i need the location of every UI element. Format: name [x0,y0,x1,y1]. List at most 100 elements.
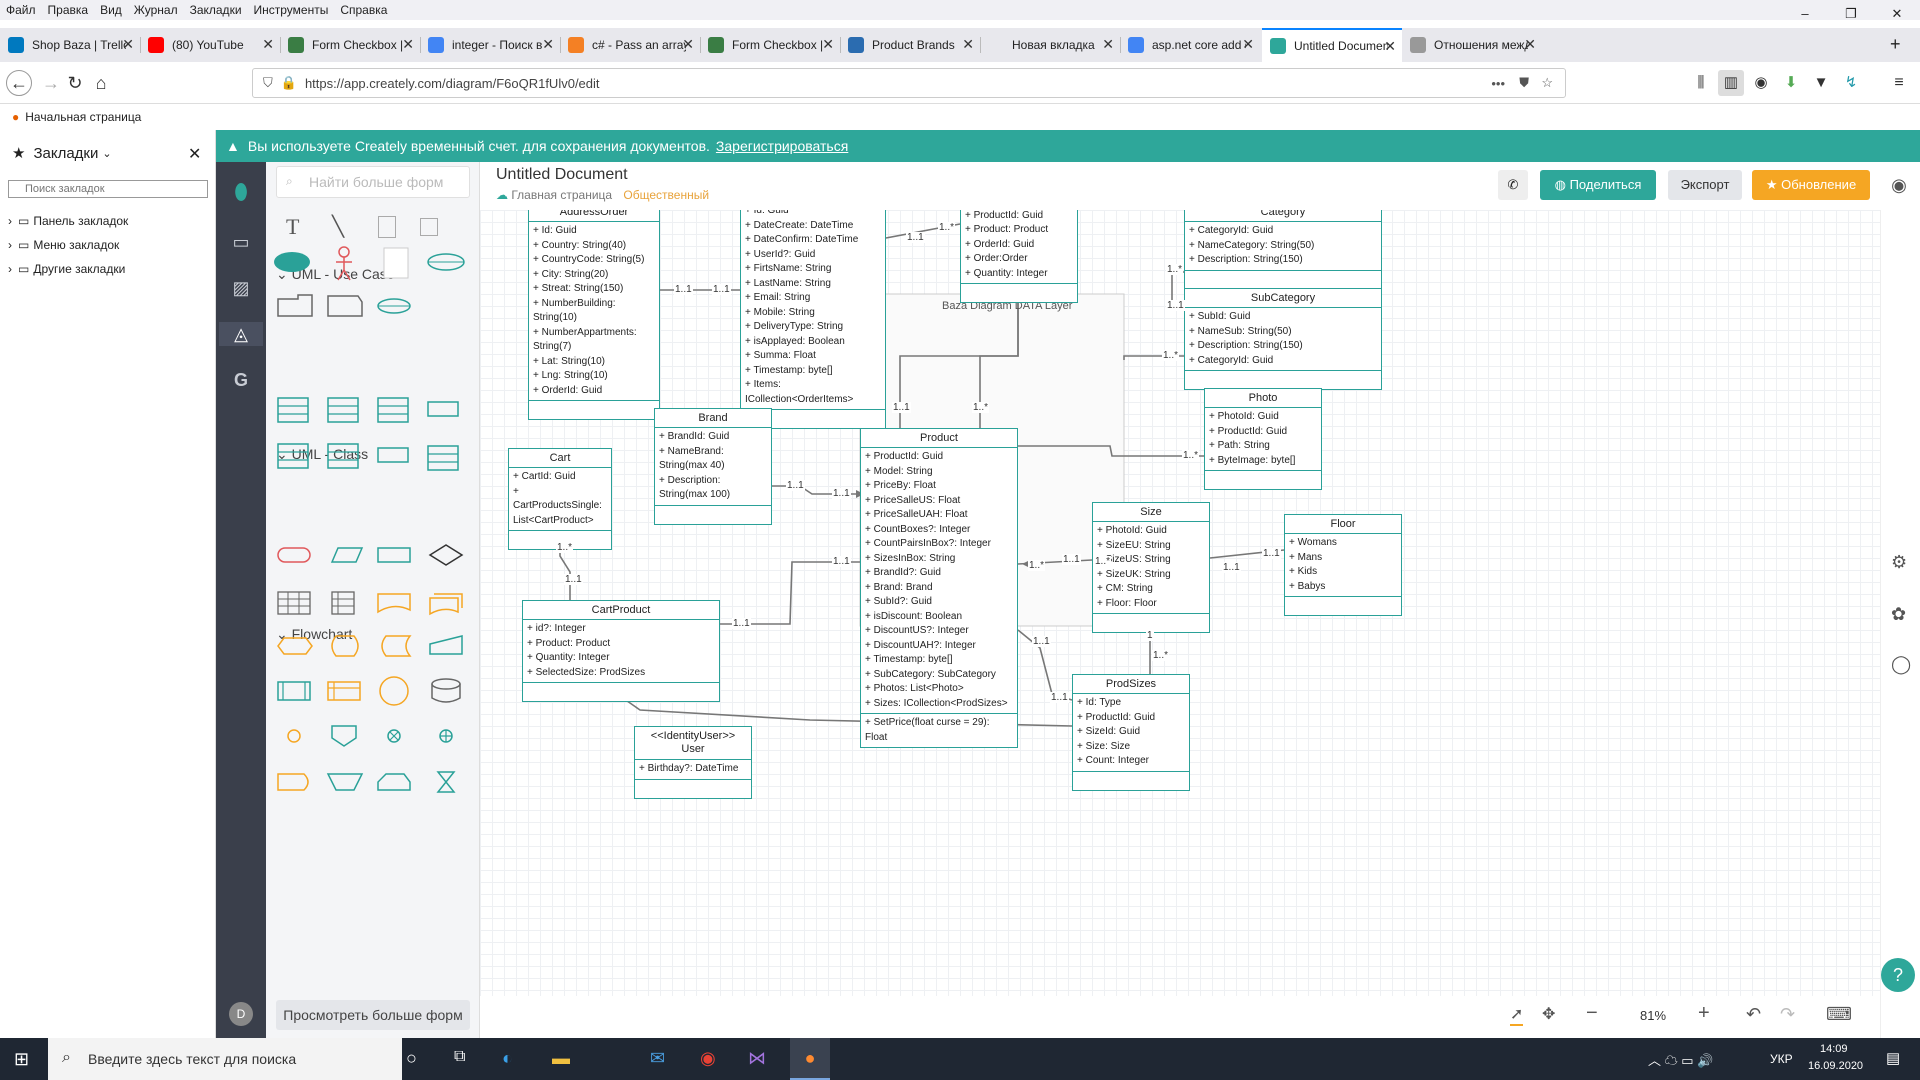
help-icon[interactable]: ? [1881,958,1915,992]
multiplicity-label[interactable]: 1..1 [1166,300,1185,311]
sidebar-toggle-icon[interactable]: ▥ [1718,70,1744,96]
preview-eye-icon[interactable]: ◉ [1891,175,1907,195]
document-shape[interactable] [377,593,411,614]
browser-tab[interactable]: Form Checkbox | Co✕ [700,28,840,62]
call-icon[interactable]: ✆ [1498,170,1528,200]
select-tool-icon[interactable]: ➚ [1510,1004,1524,1026]
browser-tab[interactable]: (80) YouTube✕ [140,28,280,62]
menu-item[interactable]: Журнал [133,3,178,17]
predefined-process-shape[interactable] [277,681,311,701]
class-shape[interactable] [327,443,359,469]
connector-shape[interactable] [379,676,409,706]
multiplicity-label[interactable]: 1..1 [712,284,731,295]
uml-class-prodsizes[interactable]: ProdSizes+ Id: Type+ ProductId: Guid+ Si… [1072,674,1190,791]
browser-tab[interactable]: integer - Поиск в Go✕ [420,28,560,62]
close-tab-icon[interactable]: ✕ [262,36,274,52]
chevron-right-icon[interactable]: › [8,238,12,252]
multiplicity-label[interactable]: 1..1 [832,556,851,567]
close-tab-icon[interactable]: ✕ [122,36,134,52]
explorer-icon[interactable]: ▬ [552,1048,570,1068]
menu-item[interactable]: Правка [47,3,89,17]
uml-class-orderitems[interactable]: OrderItems+ Id: Guid+ ProductId: Guid+ P… [960,210,1078,303]
close-tab-icon[interactable]: ✕ [1242,36,1254,52]
home-icon[interactable]: ⌂ [95,73,107,93]
browser-tab[interactable]: Shop Baza | Trello✕ [0,28,140,62]
firefox-icon[interactable]: ● [790,1038,830,1080]
class-shape[interactable] [427,401,459,417]
forward-icon[interactable]: → [42,73,60,93]
sidebar-title[interactable]: Закладки [33,144,99,162]
cortana-icon[interactable]: ○ [406,1048,417,1068]
visual-studio-icon[interactable]: ⋈ [748,1048,766,1068]
shield-icon[interactable]: ⛉ [263,75,273,90]
more-shapes-button[interactable]: Просмотреть больше форм [276,1000,470,1030]
chrome-icon[interactable]: ◉ [700,1048,716,1068]
menu-item[interactable]: Вид [100,3,122,17]
browser-tab[interactable]: Отношения между✕ [1402,28,1542,62]
bookmark-folder[interactable]: ›▭Панель закладок [8,214,128,228]
multiplicity-label[interactable]: 1..* [938,222,956,233]
multiplicity-label[interactable]: 1..* [1162,350,1180,361]
bookmark-folder[interactable]: ›▭Меню закладок [8,238,119,252]
terminator-shape[interactable] [277,547,311,563]
offpage-shape[interactable] [331,725,357,747]
class-shape[interactable] [427,445,459,471]
chevron-right-icon[interactable]: › [8,214,12,228]
bookmark-home[interactable]: Начальная страница [25,110,142,124]
windows-start-icon[interactable]: ⊞ [14,1049,30,1069]
boundary-shape[interactable] [383,247,409,279]
redo-icon[interactable]: ↷ [1780,1004,1796,1024]
association-line[interactable] [1018,445,1204,457]
process-shape[interactable] [377,547,411,563]
multiplicity-label[interactable]: 1..1 [892,402,911,413]
download-icon[interactable]: ⬇ [1784,74,1798,91]
notifications-icon[interactable]: ▤ [1886,1050,1901,1067]
avatar[interactable]: D [229,1002,253,1026]
class-shape[interactable] [377,447,409,463]
multiplicity-label[interactable]: 1..1 [1062,554,1081,565]
association-line[interactable] [979,300,1019,428]
zoom-level[interactable]: 81% [1640,1008,1667,1023]
close-tab-icon[interactable]: ✕ [962,36,974,52]
extension-icon[interactable]: ▼ [1813,74,1829,91]
menu-item[interactable]: Файл [6,3,36,17]
multiplicity-label[interactable]: 1..* [1182,450,1200,461]
visibility-label[interactable]: Общественный [623,188,710,202]
comment-icon[interactable]: ◯ [1891,654,1912,674]
section-usecase[interactable]: ⌄ UML - Use Case [276,266,395,282]
multiplicity-label[interactable]: 1..* [1166,264,1184,275]
close-tab-icon[interactable]: ✕ [1102,36,1114,52]
close-tab-icon[interactable]: ✕ [402,36,414,52]
association-line[interactable] [720,561,860,625]
delay-shape[interactable] [381,635,412,657]
document-title[interactable]: Untitled Document [496,166,628,183]
extension2-icon[interactable]: ↯ [1844,74,1858,91]
data-shape[interactable] [330,547,364,563]
uml-class-order[interactable]: Order+ Id: Guid+ DateCreate: DateTime+ D… [740,210,886,429]
chevron-down-icon[interactable]: ⌄ [102,147,112,160]
multiplicity-label[interactable]: 1..1 [832,488,851,499]
collate-shape[interactable] [436,771,456,793]
menu-item[interactable]: Справка [340,3,388,17]
task-view-icon[interactable]: ⧉ [454,1048,466,1065]
close-tab-icon[interactable]: ✕ [1524,36,1536,52]
close-icon[interactable]: ✕ [188,146,202,163]
browser-tab[interactable]: asp.net core add diag✕ [1120,28,1260,62]
upgrade-button[interactable]: ★ Обновление [1752,170,1870,200]
uml-class-photo[interactable]: Photo+ PhotoId: Guid+ ProductId: Guid+ P… [1204,388,1322,490]
note-tool-icon[interactable] [378,216,396,238]
undo-icon[interactable]: ↶ [1746,1004,1762,1024]
bookmark-folder[interactable]: ›▭Другие закладки [8,262,125,276]
usecase-shape[interactable] [274,252,310,272]
back-icon[interactable]: ← [6,70,32,96]
export-button[interactable]: Экспорт [1668,170,1742,200]
multiplicity-label[interactable]: 1..1 [906,232,925,243]
frame-tool-icon[interactable] [420,218,438,236]
clock-date[interactable]: 16.09.2020 [1808,1060,1864,1072]
taskbar-search[interactable]: ⌕ Введите здесь текст для поиска [48,1038,402,1080]
uml-class-category[interactable]: Category+ CategoryId: Guid+ NameCategory… [1184,210,1382,290]
creately-logo-icon[interactable]: ⬮ [234,179,248,204]
database-shape[interactable] [431,684,461,703]
uml-class-brand[interactable]: Brand+ BrandId: Guid+ NameBrand: String(… [654,408,772,525]
multiplicity-label[interactable]: 1..1 [1262,548,1281,559]
